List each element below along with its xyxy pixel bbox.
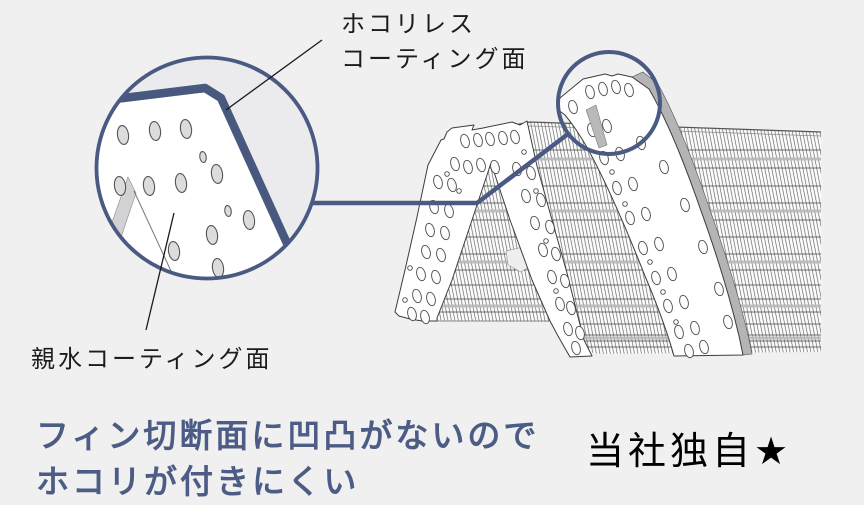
magnified-holes — [113, 119, 256, 278]
feature-caption-line2: ホコリが付きにくい — [36, 463, 360, 500]
connector-line — [313, 132, 570, 206]
coating-band — [106, 83, 294, 252]
label-hydrophilic-coating: 親水コーティング面 — [31, 346, 273, 373]
label-hokoriless-coating: ホコリレス コーティング面 — [341, 7, 529, 77]
back-fin-sliver — [585, 104, 608, 149]
leader-line-top — [225, 39, 323, 111]
label-hokoriless-line1: ホコリレス — [341, 11, 476, 38]
feature-caption-line1: フィン切断面に凹凸がないので — [36, 417, 540, 454]
leader-line-bottom — [145, 212, 175, 331]
raised-fin-middle — [556, 71, 753, 359]
feature-caption: フィン切断面に凹凸がないので ホコリが付きにくい — [36, 413, 539, 505]
fin-holes-middle — [568, 79, 733, 359]
raised-fin-left — [394, 120, 593, 358]
highlight-circle — [556, 50, 662, 156]
magnifier-circle — [94, 55, 320, 281]
badge-proprietary: 当社独自★ — [586, 431, 793, 473]
label-hokoriless-line2: コーティング面 — [341, 46, 529, 73]
fin-holes-left — [402, 129, 585, 356]
